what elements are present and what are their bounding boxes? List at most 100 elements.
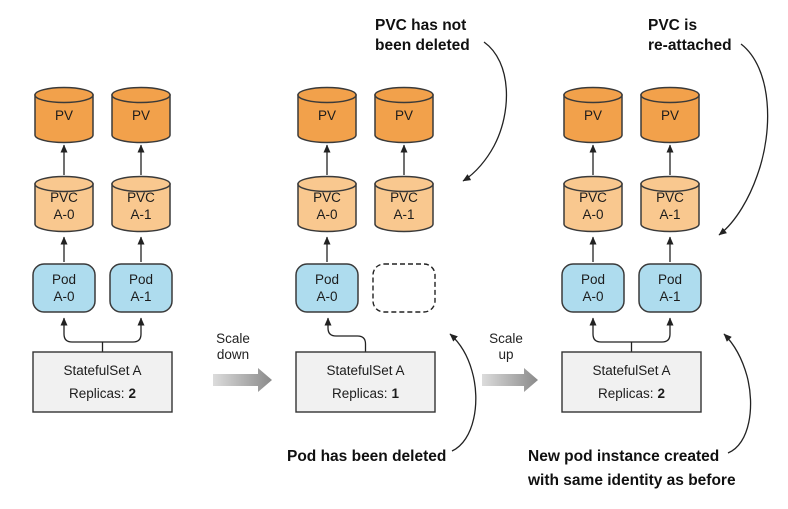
pv-label: PV xyxy=(55,108,73,123)
pvc-id: A-1 xyxy=(130,207,151,222)
panel-scaled-up: PV PV PVC A-0 PVC A-1 Pod A-0 Pod A-1 xyxy=(561,86,702,413)
pvc-id: A-1 xyxy=(393,207,414,222)
pv-cylinder-top xyxy=(34,86,94,104)
pv-cylinder-top xyxy=(297,86,357,104)
annotation-text: with same identity as before xyxy=(527,472,736,489)
deleted-pod-placeholder xyxy=(372,263,436,313)
annotation-new-pod: New pod instance created with same ident… xyxy=(527,333,752,489)
statefulset-replicas: Replicas:2 xyxy=(69,386,136,401)
pod-node: Pod A-1 xyxy=(638,263,702,313)
annotation-text: re-attached xyxy=(648,37,732,54)
pv-cylinder-top xyxy=(374,86,434,104)
statefulset-title: StatefulSet A xyxy=(326,363,404,378)
pod-node: Pod A-1 xyxy=(109,263,173,313)
pvc-id: A-0 xyxy=(316,207,337,222)
fork-connector-arm xyxy=(102,317,145,343)
pvc-cylinder-top xyxy=(297,175,357,193)
statefulset-box: StatefulSet A Replicas:2 xyxy=(561,351,702,413)
pvc-cylinder-top xyxy=(640,175,700,193)
pv-label: PV xyxy=(132,108,150,123)
pv-cylinder-top xyxy=(111,86,171,104)
pvc-cylinder-top xyxy=(563,175,623,193)
pvc-label: PVC xyxy=(390,190,418,205)
pv-label: PV xyxy=(395,108,413,123)
transition-label: down xyxy=(217,347,249,362)
pvc-cylinder: PVC A-1 xyxy=(111,175,171,233)
fork-connector-arm xyxy=(60,317,103,343)
pvc-label: PVC xyxy=(127,190,155,205)
pv-label: PV xyxy=(661,108,679,123)
pod-label: Pod xyxy=(581,272,605,287)
annotation-text: New pod instance created xyxy=(528,448,719,465)
panel-initial: PV PV PVC A-0 PVC A-1 Pod A-0 Pod xyxy=(32,86,173,413)
statefulset-replicas: Replicas:1 xyxy=(332,386,400,401)
pod-id: A-1 xyxy=(659,289,680,304)
pv-cylinder-top xyxy=(640,86,700,104)
pvc-label: PVC xyxy=(579,190,607,205)
annotation-text: PVC has not xyxy=(375,17,466,34)
annotation-text: Pod has been deleted xyxy=(287,448,446,465)
pod-label: Pod xyxy=(52,272,76,287)
pv-cylinder: PV xyxy=(563,86,623,144)
pv-cylinder: PV xyxy=(374,86,434,144)
pod-node: Pod A-0 xyxy=(561,263,625,313)
pod-id: A-0 xyxy=(53,289,74,304)
pvc-cylinder: PVC A-1 xyxy=(640,175,700,233)
pvc-cylinder-top xyxy=(111,175,171,193)
annotation-pvc-not-deleted: PVC has not been deleted xyxy=(375,17,508,182)
panel-scaled-down: PV PV PVC A-0 PVC A-1 Pod A-0 xyxy=(295,86,436,413)
transition-label: Scale xyxy=(216,331,250,346)
pod-node: Pod A-0 xyxy=(32,263,96,313)
pv-label: PV xyxy=(584,108,602,123)
scale-down-arrow-icon xyxy=(213,368,272,392)
pvc-cylinder-top xyxy=(374,175,434,193)
pod-label: Pod xyxy=(315,272,339,287)
pvc-label: PVC xyxy=(313,190,341,205)
transition-scale-down: Scale down xyxy=(213,331,272,392)
annotation-arrow xyxy=(449,333,477,452)
pvc-id: A-0 xyxy=(53,207,74,222)
pvc-cylinder: PVC A-0 xyxy=(34,175,94,233)
annotation-arrow xyxy=(718,43,769,236)
pvc-id: A-0 xyxy=(582,207,603,222)
annotation-text: PVC is xyxy=(648,17,697,34)
statefulset-title: StatefulSet A xyxy=(592,363,670,378)
annotation-text: been deleted xyxy=(375,37,470,54)
pv-cylinder: PV xyxy=(111,86,171,144)
pv-cylinder: PV xyxy=(297,86,357,144)
pod-id: A-1 xyxy=(130,289,151,304)
transition-scale-up: Scale up xyxy=(482,331,538,392)
pvc-cylinder: PVC A-0 xyxy=(297,175,357,233)
pod-label: Pod xyxy=(658,272,682,287)
pv-label: PV xyxy=(318,108,336,123)
fork-connector-arm xyxy=(589,317,632,343)
pvc-id: A-1 xyxy=(659,207,680,222)
pod-label: Pod xyxy=(129,272,153,287)
scale-up-arrow-icon xyxy=(482,368,538,392)
transition-label: up xyxy=(498,347,513,362)
statefulset-replicas: Replicas:2 xyxy=(598,386,665,401)
pvc-cylinder: PVC A-1 xyxy=(374,175,434,233)
elbow-connector xyxy=(324,317,367,352)
annotation-arrow xyxy=(462,41,508,182)
pv-cylinder: PV xyxy=(640,86,700,144)
annotation-pvc-reattached: PVC is re-attached xyxy=(648,17,769,236)
pvc-cylinder-top xyxy=(34,175,94,193)
pvc-label: PVC xyxy=(50,190,78,205)
annotation-arrow xyxy=(723,333,752,454)
statefulset-box: StatefulSet A Replicas:1 xyxy=(295,351,436,413)
fork-connector-arm xyxy=(631,317,674,343)
statefulset-box: StatefulSet A Replicas:2 xyxy=(32,351,173,413)
annotation-pod-deleted: Pod has been deleted xyxy=(287,333,477,465)
pvc-cylinder: PVC A-0 xyxy=(563,175,623,233)
pv-cylinder: PV xyxy=(34,86,94,144)
pvc-label: PVC xyxy=(656,190,684,205)
pod-node: Pod A-0 xyxy=(295,263,359,313)
pod-id: A-0 xyxy=(316,289,337,304)
pod-id: A-0 xyxy=(582,289,603,304)
transition-label: Scale xyxy=(489,331,523,346)
pv-cylinder-top xyxy=(563,86,623,104)
